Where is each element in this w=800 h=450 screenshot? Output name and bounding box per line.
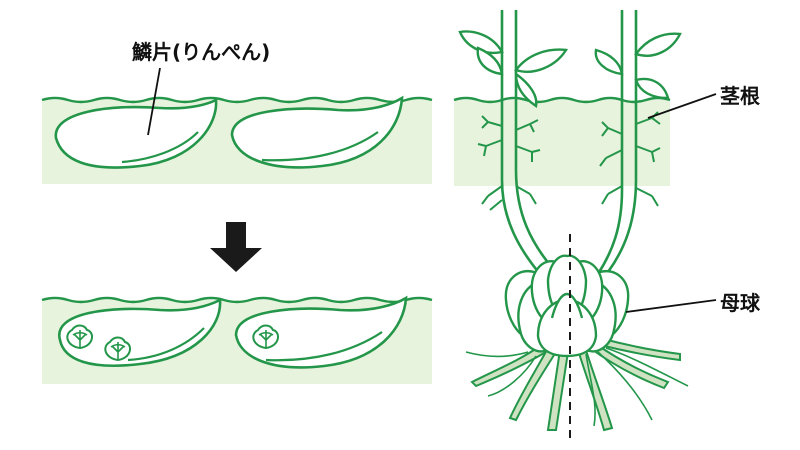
- soil-band-plant: [454, 100, 670, 186]
- stem-roots: [477, 111, 661, 211]
- soil-surface-bottom: [41, 296, 433, 304]
- stem-root-label: 茎根: [720, 84, 760, 108]
- scale-label-leader: [147, 67, 161, 136]
- soil-surface-plant: [453, 96, 671, 104]
- mother-bulb: [504, 254, 630, 358]
- soil-surface-top: [41, 96, 433, 104]
- lily-plant-panel: [453, 10, 717, 442]
- scale-right-bottom: [234, 295, 408, 369]
- scale-left-top: [54, 97, 218, 169]
- stem-root-label-leader: [647, 93, 717, 119]
- mother-bulb-label-leader: [625, 299, 717, 313]
- stems: [500, 10, 638, 275]
- scale-right-top: [230, 95, 404, 169]
- leaves: [458, 30, 682, 108]
- scale-label: 鱗片(りんぺん): [132, 40, 271, 64]
- fine-roots: [465, 347, 689, 427]
- down-arrow-icon: [210, 222, 262, 272]
- basal-roots: [470, 336, 681, 432]
- scale-left-bottom: [58, 297, 222, 368]
- mother-bulb-label: 母球: [720, 291, 760, 315]
- scales-after-panel: [41, 295, 433, 384]
- scales-before-panel: [41, 67, 433, 184]
